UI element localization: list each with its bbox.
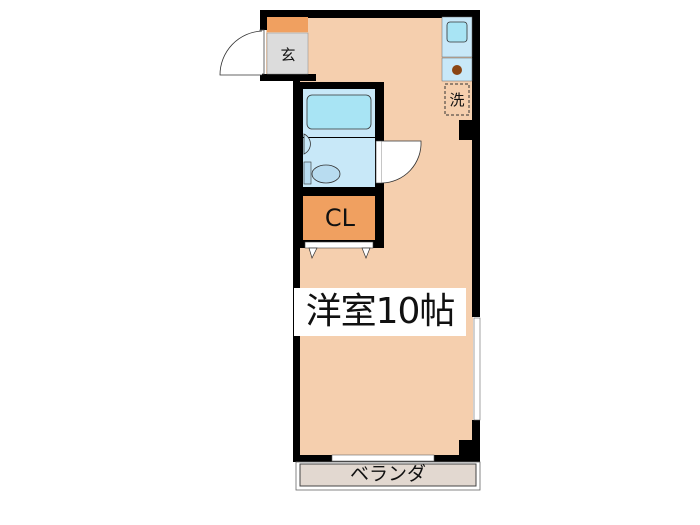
wall-right <box>472 10 480 317</box>
entrance-label: 玄 <box>280 46 296 64</box>
bathroom-door[interactable] <box>375 140 383 184</box>
wall-left-entry <box>260 10 267 30</box>
washer-label: 洗 <box>449 91 465 109</box>
balcony <box>299 463 477 487</box>
closet <box>303 196 375 240</box>
sink-icon <box>303 133 311 155</box>
side-window[interactable] <box>473 317 481 421</box>
balcony-window[interactable] <box>331 454 435 462</box>
entrance-step <box>267 17 308 32</box>
closet-door-marker-left <box>308 247 318 259</box>
toilet-tank <box>303 161 312 185</box>
balcony-label: ベランダ <box>349 463 426 485</box>
balcony-rail <box>295 461 481 491</box>
stove-burner-icon <box>452 65 462 75</box>
wall-top <box>260 10 480 18</box>
washer-space <box>444 83 470 116</box>
kitchen-sink <box>446 21 468 43</box>
wall-left <box>293 80 300 462</box>
closet-door-marker-right <box>361 247 371 259</box>
entrance-area <box>266 32 309 75</box>
wall-pillar <box>459 120 473 140</box>
bathroom-door-swing <box>381 140 422 184</box>
toilet-icon <box>311 164 341 184</box>
bathtub <box>306 94 372 130</box>
closet-label: CL <box>324 204 356 232</box>
wall-entry-bottom <box>260 74 316 81</box>
closet-door[interactable] <box>304 241 374 249</box>
toilet-area <box>303 138 375 187</box>
wall-pillar-bottom <box>459 440 473 456</box>
entrance-door-swing <box>219 30 263 76</box>
room-label: 洋室10帖 <box>294 288 466 336</box>
wall-right-lower <box>472 420 480 462</box>
